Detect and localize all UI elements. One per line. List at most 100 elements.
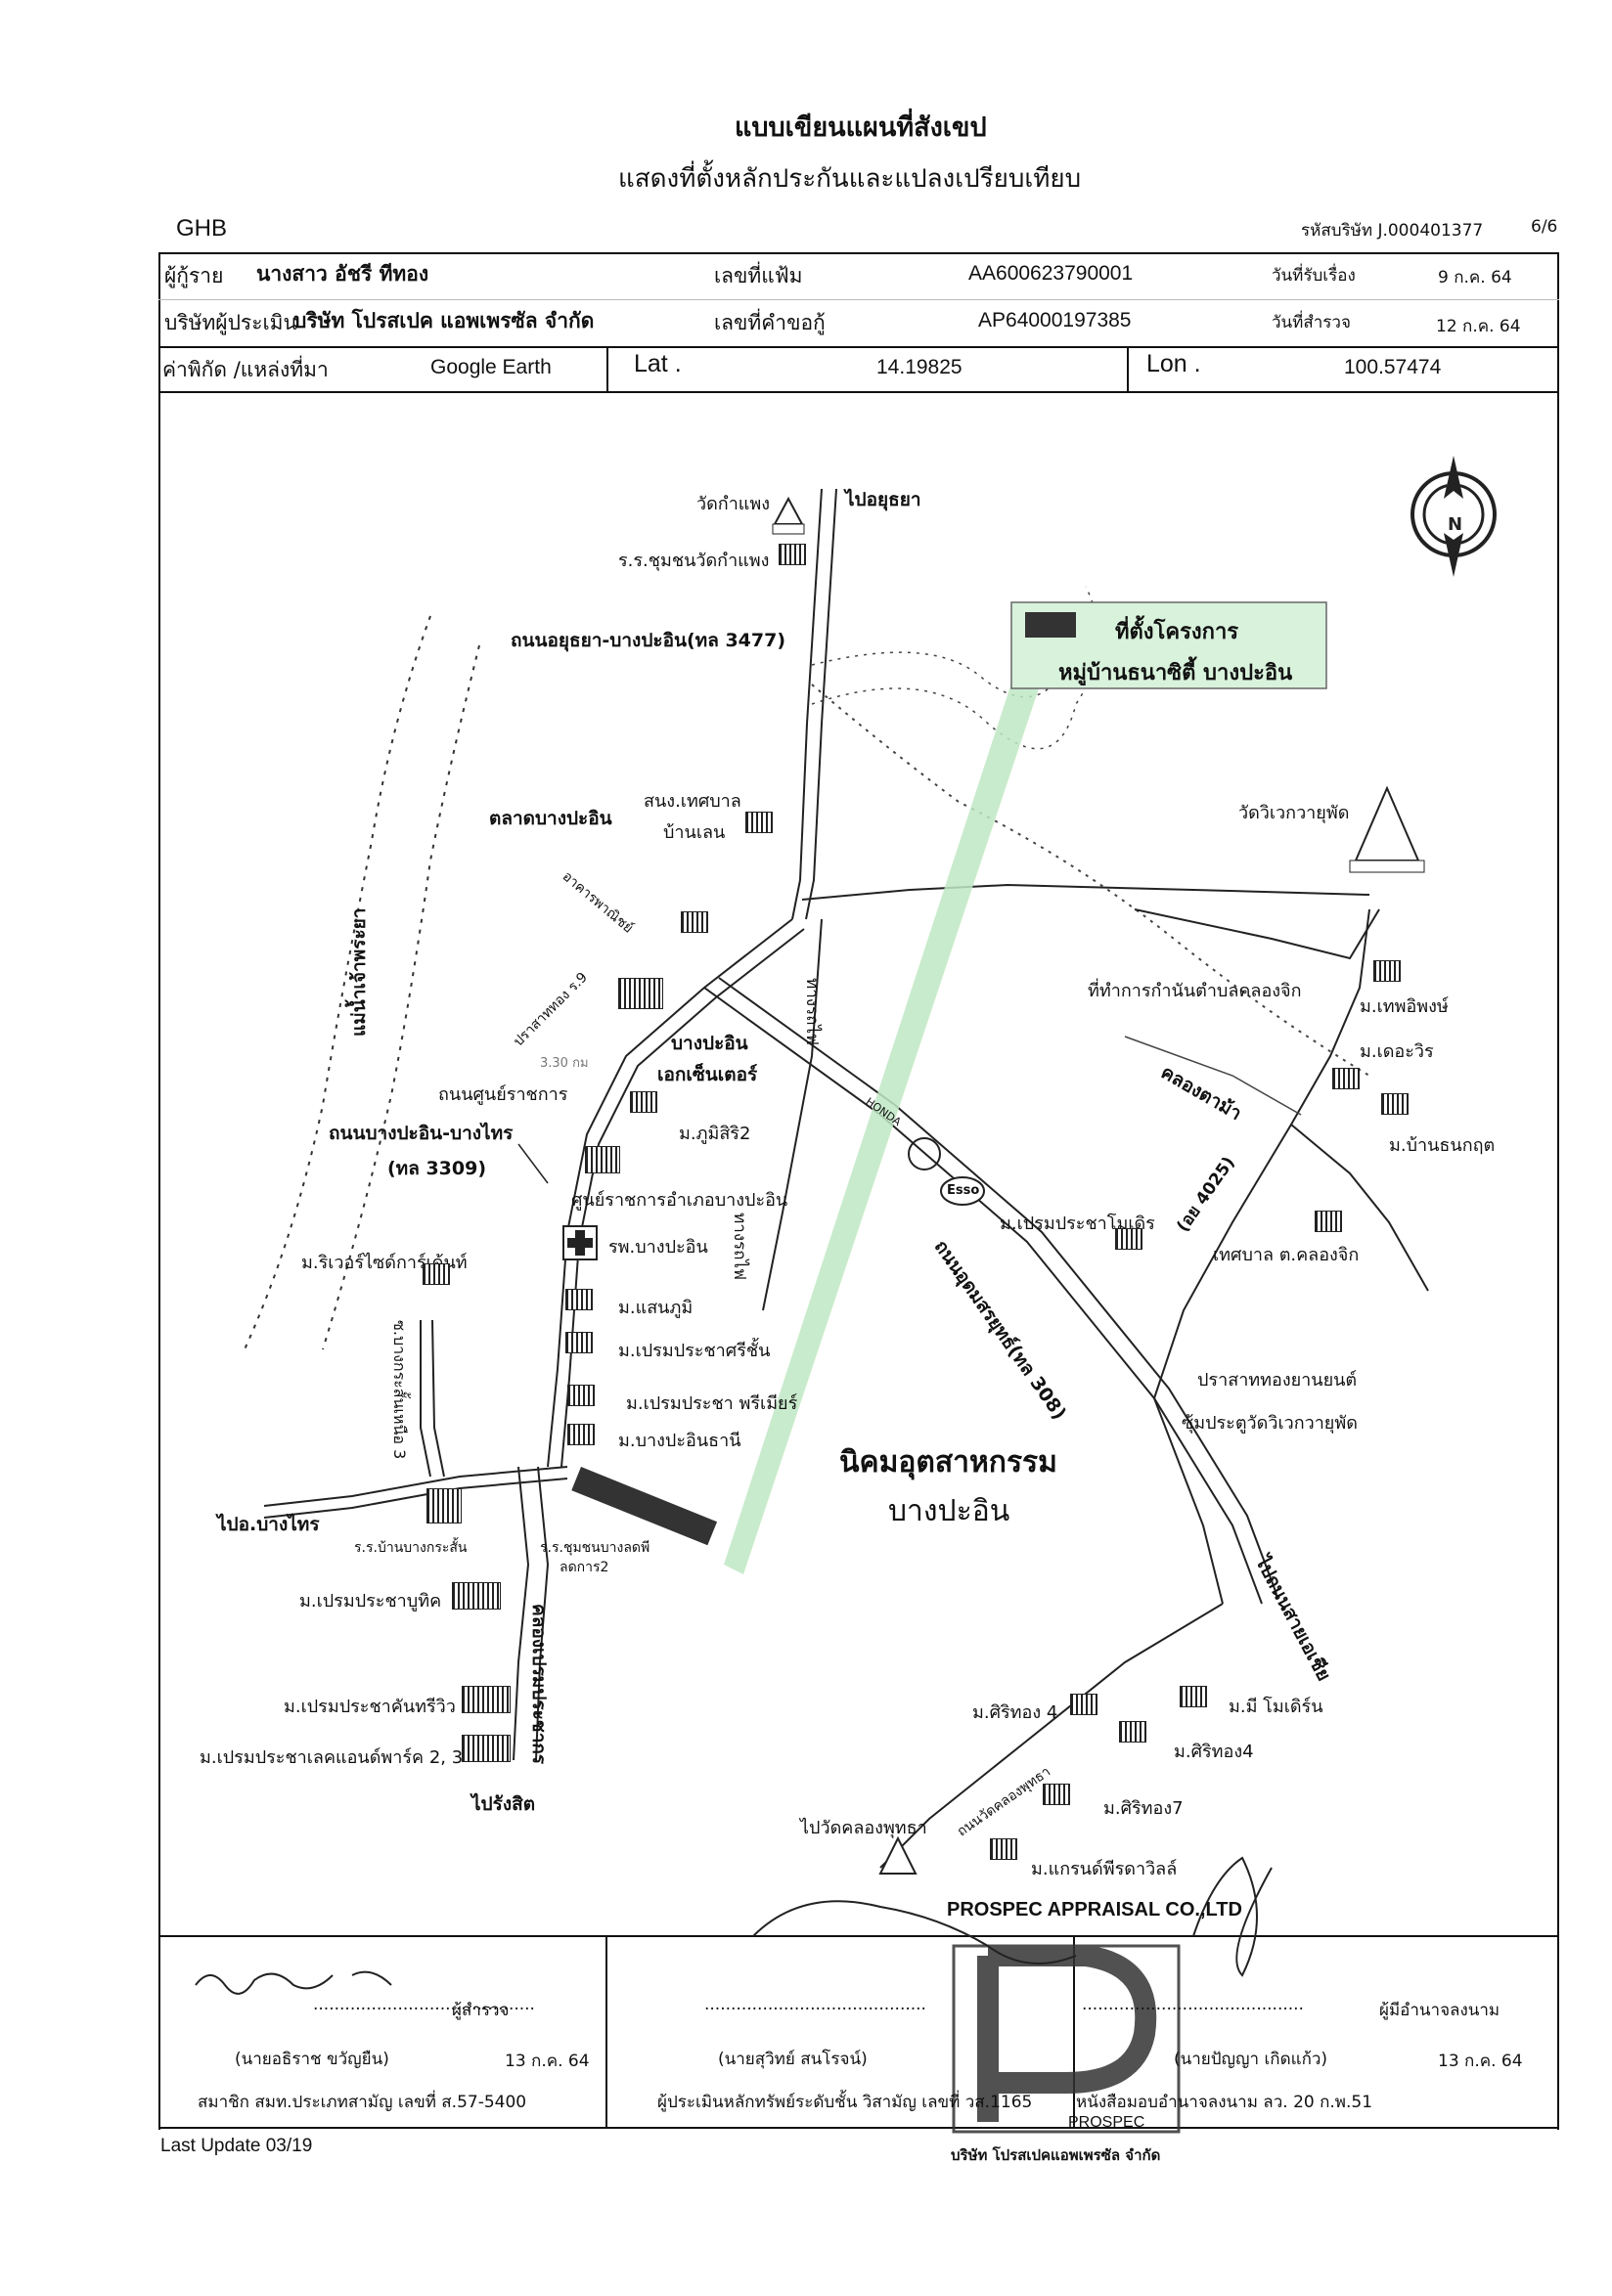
office-icon [745,812,773,833]
label-kamnan-office: ที่ทำการกำนันตำบลคลองจิก [1088,981,1302,1001]
road-3477 [791,488,823,920]
page-number: 6/6 [1531,217,1558,237]
temple-klongbuddha-icon [878,1835,918,1875]
road-4025-b [1290,1124,1429,1292]
label-industrial-2: บางปะอิน [888,1494,1010,1528]
label-m-sirithong4a: ม.ศิริทอง 4 [972,1702,1058,1723]
label-stadium: สนง.เทศบาล [644,791,741,812]
label-esso: Esso [947,1183,980,1198]
file-no-value: AA600623790001 [968,262,1134,285]
label-road-3309-2: (ทล 3309) [387,1158,487,1179]
legend-swatch [1025,612,1076,638]
village-icon [990,1838,1017,1860]
label-gov-road: ถนนศูนย์ราชการ [438,1084,568,1105]
coord-label: ค่าพิกัด /แหล่งที่มา [162,358,329,381]
label-m-premprachapremier: ม.เปรมประชา พรีเมียร์ [626,1393,798,1414]
legend-village-label: หมู่บ้านธนาซิตี้ บางปะอิน [1058,661,1293,685]
label-to-bangsai: ไปอ.บางไทร [217,1514,320,1535]
village-icon [1373,960,1401,982]
label-school-2: ร.ร.ชุมชนบางลดพี [540,1540,650,1556]
hospital-icon [562,1225,598,1260]
road-udom-b [718,977,1277,1595]
inspector-role: ผู้สำรวจ [452,2001,510,2020]
label-hospital: รพ.บางปะอิน [608,1237,708,1258]
label-to-wat-klong-buddha: ไปวัดคลองพุทธา [800,1818,927,1838]
village-icon [1070,1694,1097,1715]
road-3477-b [805,488,837,920]
label-m-thep: ม.เทพอิพงษ์ [1360,996,1449,1017]
sig-dots-1: ........................................… [313,1995,535,2014]
label-gov-center: ศูนย์ราชการอำเภอบางปะอิน [571,1190,788,1211]
temple-kamphaeng-icon [772,496,805,535]
signature-authorized [1192,1856,1273,1977]
label-m-premprachacountry: ม.เปรมประชาคันทรีวิว [284,1697,456,1717]
school-icon [779,544,806,565]
bank-name: GHB [176,215,228,242]
village-icon [567,1385,595,1406]
loan-no-label: เลขที่คำขอกู้ [714,311,826,334]
coord-source: Google Earth [430,356,552,378]
authorized-date: 13 ก.ค. 64 [1438,2052,1523,2071]
signature-inspector [195,1970,392,1995]
label-prasat-thong: ปราสาททองยานยนต์ [1197,1370,1358,1391]
label-canal-premprachakorn: คลองเปรมประชากร [528,1604,550,1765]
lat-label: Lat . [634,350,682,377]
sig-dots-2: ........................................… [704,1995,926,2014]
roundabout-icon [908,1137,941,1170]
table-border-top [158,252,1559,254]
village-icon [1381,1093,1409,1115]
label-road-3477: ถนนอยุธยา-บางปะอิน(ทล 3477) [511,630,786,651]
label-ban-len: บ้านเลน [663,822,726,843]
label-m-premprachabutik: ม.เปรมประชาบูทิค [299,1591,442,1612]
authorized-name: (นายปัญญา เกิดแก้ว) [1174,2050,1328,2069]
survey-date-label: วันที่สำรวจ [1272,313,1351,332]
signature-appraiser [752,1900,1077,1965]
temple-wiwek-icon [1349,785,1425,873]
project-pointer [724,665,1047,1574]
label-railway-2: ทางรถไฟ [730,1213,749,1281]
label-wat-kamphaeng: วัดกำแพง [696,494,771,514]
village-icon [1332,1068,1360,1089]
table-map-top [158,391,1559,393]
label-bangpain-center-1: บางปะอิน [671,1033,748,1054]
label-m-sirithong7: ม.ศิริทอง7 [1103,1798,1184,1819]
appraiser-value: บริษัท โปรสเปค แอพเพรซัล จำกัด [293,309,595,332]
appraiser-label: บริษัทผู้ประเมิน [164,311,297,334]
table-row-divider [158,346,1559,348]
village-icon [565,1332,593,1353]
road-3309-b [560,928,805,1468]
inspector-member: สมาชิก สมท.ประเภทสามัญ เลขที่ ส.57-5400 [198,2093,527,2112]
label-bangpain-market: ตลาดบางปะอิน [489,808,612,829]
canal-dotted-2 [811,586,1099,750]
village-icon [630,1091,657,1113]
label-school-2b: ลดการ2 [560,1560,609,1575]
company-code: รหัสบริษัท J.000401377 [1301,221,1484,241]
label-m-mimodern: ม.มี โมเดิร์น [1229,1697,1323,1717]
road-soi-b [431,1319,445,1478]
legend-project-label: ที่ตั้งโครงการ [1115,620,1239,644]
compass-icon: N [1410,456,1497,577]
village-icon [1119,1721,1146,1743]
village-icon [1115,1228,1142,1250]
label-railway-1: ทางรถไฟ [802,978,822,1046]
school-icon [426,1488,462,1523]
label-m-premprachalake: ม.เปรมประชาเลคแอนด์พาร์ค 2, 3 [200,1747,464,1768]
appraiser-desc: ผู้ประเมินหลักทรัพย์ระดับชั้น วิสามัญ เล… [657,2093,1033,2112]
company-stamp [952,1944,1181,2134]
inspector-name: (นายอธิราช ขวัญยืน) [235,2050,389,2069]
road-udom [703,987,1263,1605]
footer-update: Last Update 03/19 [160,2136,313,2156]
stamp-mid-text: PROSPEC [1068,2114,1145,2131]
railway [762,918,823,1311]
village-icon [452,1582,501,1610]
label-m-phumsiri: ม.ภูมิสิริ2 [679,1124,751,1144]
table-border-left [158,252,160,2130]
label-road-3309-1: ถนนบางปะอิน-บางไทร [329,1123,514,1144]
village-icon [423,1263,450,1285]
lat-value: 14.19825 [876,356,963,378]
received-date-label: วันที่รับเรื่อง [1272,266,1356,286]
document-subtitle: แสดงที่ตั้งหลักประกันและแปลงเปรียบเทียบ [618,164,1082,194]
bank-icon [681,911,708,933]
label-m-bangpainthani: ม.บางปะอินธานี [618,1431,741,1451]
label-m-sirithong4b: ม.ศิริทอง4 [1174,1742,1254,1762]
